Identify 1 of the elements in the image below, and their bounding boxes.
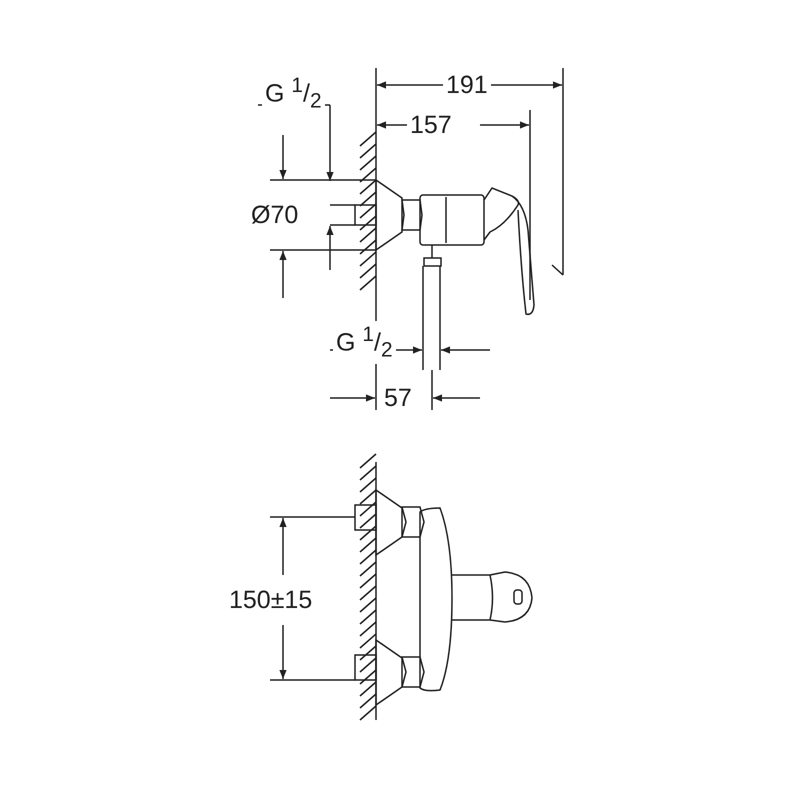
dimension-label: G $^{1}$/$_{2}$ [333,321,396,364]
